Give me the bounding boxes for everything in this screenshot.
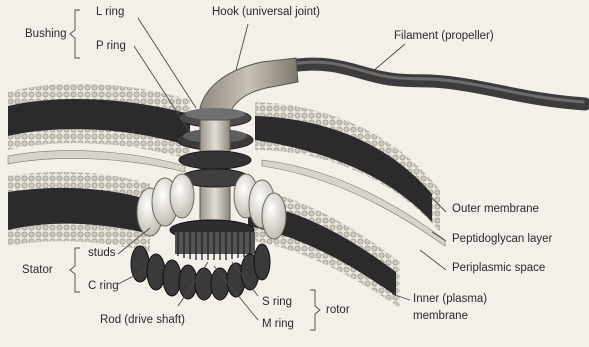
label-inner-membrane-1: Inner (plasma)	[413, 293, 487, 306]
label-outer-membrane: Outer membrane	[452, 203, 539, 216]
s-m-rings	[170, 220, 255, 260]
label-hook: Hook (universal joint)	[212, 6, 320, 19]
label-l-ring: L ring	[96, 6, 124, 19]
label-studs: studs	[88, 247, 116, 260]
label-bushing: Bushing	[25, 28, 67, 41]
label-peptidoglycan: Peptidoglycan layer	[452, 233, 552, 246]
label-rotor: rotor	[326, 304, 350, 317]
label-rod: Rod (drive shaft)	[100, 314, 185, 327]
label-c-ring: C ring	[88, 280, 119, 293]
label-stator: Stator	[22, 264, 53, 277]
label-s-ring: S ring	[262, 296, 292, 309]
label-p-ring: P ring	[96, 40, 126, 53]
label-m-ring: M ring	[262, 318, 294, 331]
label-inner-membrane-2: membrane	[413, 310, 468, 323]
label-periplasmic: Periplasmic space	[452, 262, 545, 275]
label-filament: Filament (propeller)	[394, 30, 494, 43]
